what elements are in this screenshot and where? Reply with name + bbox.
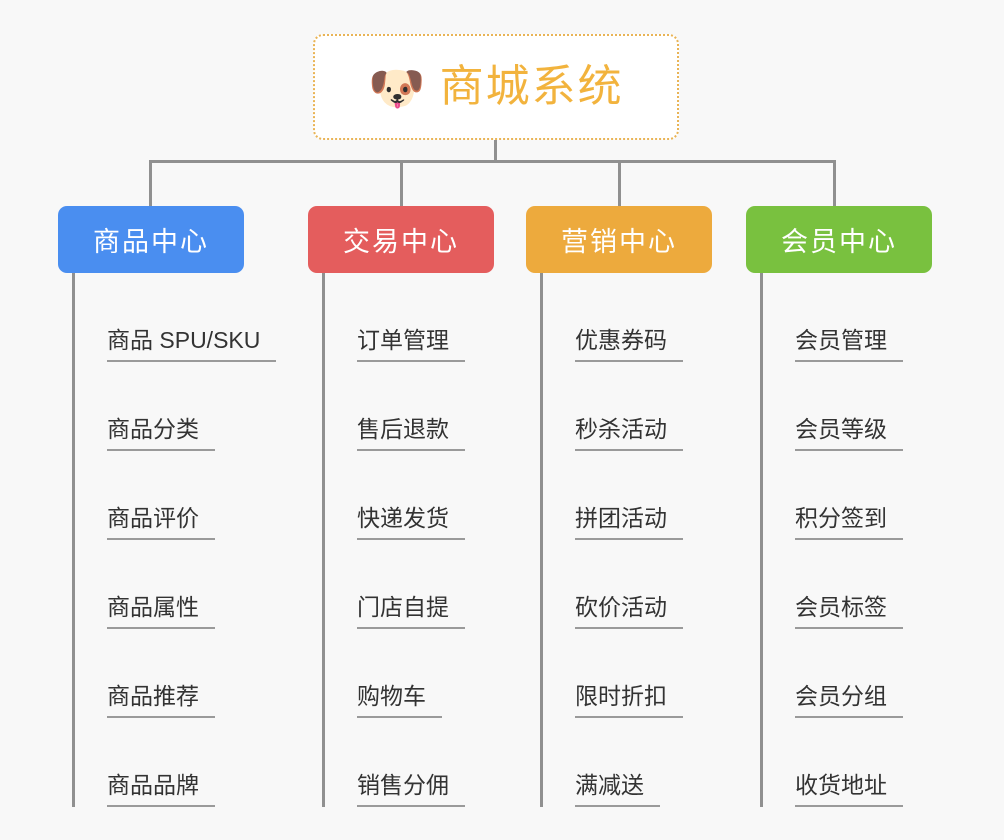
leaf-item[interactable]: 商品 SPU/SKU	[75, 273, 277, 362]
leaf-item-label: 售后退款	[357, 416, 465, 451]
leaf-item[interactable]: 门店自提	[325, 540, 494, 629]
category-box-marketing[interactable]: 营销中心	[526, 206, 712, 273]
root-title: 商城系统	[439, 62, 624, 111]
leaf-item[interactable]: 满减送	[543, 718, 712, 807]
leaf-item-label: 商品评价	[107, 505, 215, 540]
leaf-item[interactable]: 购物车	[325, 629, 494, 718]
leaf-item[interactable]: 秒杀活动	[543, 362, 712, 451]
leaf-item-label: 积分签到	[795, 505, 903, 540]
connector-drop-member	[833, 160, 836, 206]
leaf-item[interactable]: 砍价活动	[543, 540, 712, 629]
leaf-item-label: 收货地址	[795, 772, 903, 807]
leaf-item[interactable]: 会员标签	[763, 540, 932, 629]
category-label: 营销中心	[561, 227, 677, 257]
leaf-item[interactable]: 收货地址	[763, 718, 932, 807]
leaf-item-label: 限时折扣	[575, 683, 683, 718]
category-label: 会员中心	[781, 227, 897, 257]
leaf-list-marketing: 优惠券码秒杀活动拼团活动砍价活动限时折扣满减送	[540, 273, 712, 807]
leaf-item[interactable]: 商品推荐	[75, 629, 276, 718]
leaf-item[interactable]: 售后退款	[325, 362, 494, 451]
leaf-item-label: 拼团活动	[575, 505, 683, 540]
leaf-item-label: 商品属性	[107, 594, 215, 629]
leaf-item-label: 会员标签	[795, 594, 903, 629]
branch-column-product: 商品中心商品 SPU/SKU 商品分类商品评价商品属性商品推荐商品品牌	[58, 206, 277, 807]
connector-horizontal-bus	[150, 160, 834, 163]
category-box-product[interactable]: 商品中心	[58, 206, 244, 273]
leaf-item-label: 商品推荐	[107, 683, 215, 718]
leaf-item[interactable]: 拼团活动	[543, 451, 712, 540]
leaf-item-label: 订单管理	[357, 327, 465, 362]
leaf-item-label: 商品 SPU/SKU	[107, 327, 277, 362]
leaf-item[interactable]: 销售分佣	[325, 718, 494, 807]
leaf-item[interactable]: 快递发货	[325, 451, 494, 540]
leaf-item[interactable]: 积分签到	[763, 451, 932, 540]
category-box-member[interactable]: 会员中心	[746, 206, 932, 273]
leaf-item-label: 会员等级	[795, 416, 903, 451]
category-label: 交易中心	[343, 227, 459, 257]
leaf-item[interactable]: 会员管理	[763, 273, 932, 362]
dog-face-icon: 🐶	[368, 62, 426, 114]
leaf-item[interactable]: 会员等级	[763, 362, 932, 451]
branch-column-trade: 交易中心订单管理售后退款快递发货门店自提购物车销售分佣	[308, 206, 494, 807]
leaf-item-label: 商品品牌	[107, 772, 215, 807]
leaf-item-label: 优惠券码	[575, 327, 683, 362]
leaf-item-label: 满减送	[575, 772, 660, 807]
connector-root-stem	[494, 140, 497, 162]
leaf-list-product: 商品 SPU/SKU 商品分类商品评价商品属性商品推荐商品品牌	[72, 273, 277, 807]
leaf-item-label: 会员分组	[795, 683, 903, 718]
leaf-item-label: 商品分类	[107, 416, 215, 451]
leaf-list-trade: 订单管理售后退款快递发货门店自提购物车销售分佣	[322, 273, 494, 807]
connector-drop-marketing	[618, 160, 621, 206]
leaf-item-label: 会员管理	[795, 327, 903, 362]
leaf-item[interactable]: 会员分组	[763, 629, 932, 718]
leaf-item[interactable]: 商品评价	[75, 451, 276, 540]
connector-drop-product	[149, 160, 152, 206]
category-label: 商品中心	[93, 227, 209, 257]
leaf-item-label: 购物车	[357, 683, 442, 718]
connector-drop-trade	[400, 160, 403, 206]
leaf-item[interactable]: 商品属性	[75, 540, 276, 629]
leaf-item-label: 砍价活动	[575, 594, 683, 629]
leaf-item-label: 秒杀活动	[575, 416, 683, 451]
leaf-item-label: 门店自提	[357, 594, 465, 629]
leaf-list-member: 会员管理会员等级积分签到会员标签会员分组收货地址	[760, 273, 932, 807]
leaf-item-label: 销售分佣	[357, 772, 465, 807]
leaf-item[interactable]: 订单管理	[325, 273, 494, 362]
leaf-item-label: 快递发货	[357, 505, 465, 540]
leaf-item[interactable]: 商品分类	[75, 362, 276, 451]
category-box-trade[interactable]: 交易中心	[308, 206, 494, 273]
leaf-item[interactable]: 优惠券码	[543, 273, 712, 362]
branch-column-member: 会员中心会员管理会员等级积分签到会员标签会员分组收货地址	[746, 206, 932, 807]
leaf-item[interactable]: 限时折扣	[543, 629, 712, 718]
leaf-item[interactable]: 商品品牌	[75, 718, 276, 807]
root-node[interactable]: 🐶 商城系统	[313, 34, 679, 140]
branch-column-marketing: 营销中心优惠券码秒杀活动拼团活动砍价活动限时折扣满减送	[526, 206, 712, 807]
